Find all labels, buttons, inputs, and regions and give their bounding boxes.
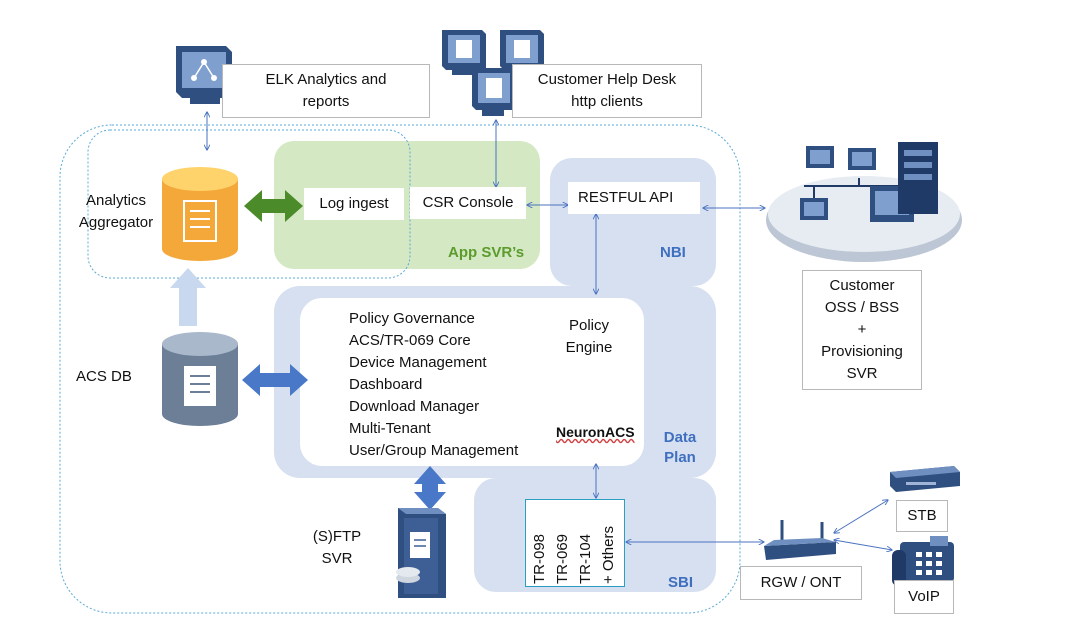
nbi-label: NBI xyxy=(660,244,686,261)
analytics-aggregator-cylinder xyxy=(162,167,238,261)
analytics-line-1: Analytics xyxy=(85,192,147,209)
helpdesk-line-2: http clients xyxy=(571,93,643,110)
voip-box: VoIP xyxy=(894,580,954,614)
oss-line-5: SVR xyxy=(846,365,878,382)
rgw-ont-box: RGW / ONT xyxy=(740,566,862,600)
stb-box: STB xyxy=(896,500,948,532)
data-plan-label: Data Plan xyxy=(652,428,708,468)
feature-item: Multi-Tenant xyxy=(349,420,431,437)
blue-vertical-arrow xyxy=(414,466,446,510)
feature-item: Policy Governance xyxy=(349,310,475,327)
helpdesk-monitors-icon xyxy=(442,30,544,116)
elk-line-1: ELK Analytics and xyxy=(265,71,387,88)
csr-console-box: CSR Console xyxy=(410,187,526,219)
light-blue-up-arrow xyxy=(170,268,206,326)
rgw-router-icon xyxy=(764,520,836,560)
restful-api-box: RESTFUL API xyxy=(568,182,700,214)
elk-line-2: reports xyxy=(302,93,350,110)
feature-item: ACS/TR-069 Core xyxy=(349,332,471,349)
protocol-item: TR-069 xyxy=(554,533,571,584)
protocol-item: TR-104 xyxy=(577,533,594,584)
sftp-label: (S)FTP SVR xyxy=(302,526,372,570)
elk-analytics-box: ELK Analytics and reports xyxy=(222,64,430,118)
helpdesk-line-1: Customer Help Desk xyxy=(537,71,677,88)
app-servers-label: App SVR’s xyxy=(448,244,525,261)
log-ingest-box: Log ingest xyxy=(304,188,404,220)
analytics-line-2: Aggregator xyxy=(78,214,154,231)
feature-item: Download Manager xyxy=(349,398,480,415)
oss-line-3: + xyxy=(857,321,867,338)
protocol-item: + Others xyxy=(600,526,617,584)
oss-line-4: Provisioning xyxy=(821,343,903,360)
feature-item: User/Group Management xyxy=(349,442,519,459)
customer-network-icon xyxy=(766,142,962,262)
data-plan-line-1: Data xyxy=(663,429,697,446)
policy-line-1: Policy xyxy=(568,317,609,334)
oss-line-2: OSS / BSS xyxy=(824,299,900,316)
acs-db-label: ACS DB xyxy=(76,368,132,385)
elk-monitor-icon xyxy=(176,46,232,104)
analytics-aggregator-label: Analytics Aggregator xyxy=(70,190,162,234)
policy-line-2: Engine xyxy=(565,339,613,356)
sftp-line-1: (S)FTP xyxy=(312,528,362,545)
feature-item: Dashboard xyxy=(349,376,423,393)
helpdesk-box: Customer Help Desk http clients xyxy=(512,64,702,118)
stb-device-icon xyxy=(890,466,960,492)
acs-db-cylinder xyxy=(162,332,238,426)
voip-phone-icon xyxy=(892,536,954,586)
sftp-server-icon xyxy=(396,508,446,598)
customer-oss-box: Customer OSS / BSS + Provisioning SVR xyxy=(802,270,922,390)
oss-line-1: Customer xyxy=(829,277,895,294)
product-name: NeuronACS xyxy=(556,424,635,440)
core-box xyxy=(300,298,644,466)
policy-engine-label: Policy Engine xyxy=(556,315,622,359)
sftp-line-2: SVR xyxy=(321,550,353,567)
green-double-arrow xyxy=(244,190,303,222)
data-plan-line-2: Plan xyxy=(664,449,696,466)
protocol-item: TR-098 xyxy=(531,533,548,584)
feature-item: Device Management xyxy=(349,354,487,371)
sbi-label: SBI xyxy=(668,574,694,591)
sbi-protocols-box: TR-098 TR-069 TR-104 + Others xyxy=(525,499,625,587)
feature-list: Policy Governance ACS/TR-069 Core Device… xyxy=(349,308,518,462)
blue-double-arrow xyxy=(242,364,308,396)
nbi-region xyxy=(550,158,716,286)
